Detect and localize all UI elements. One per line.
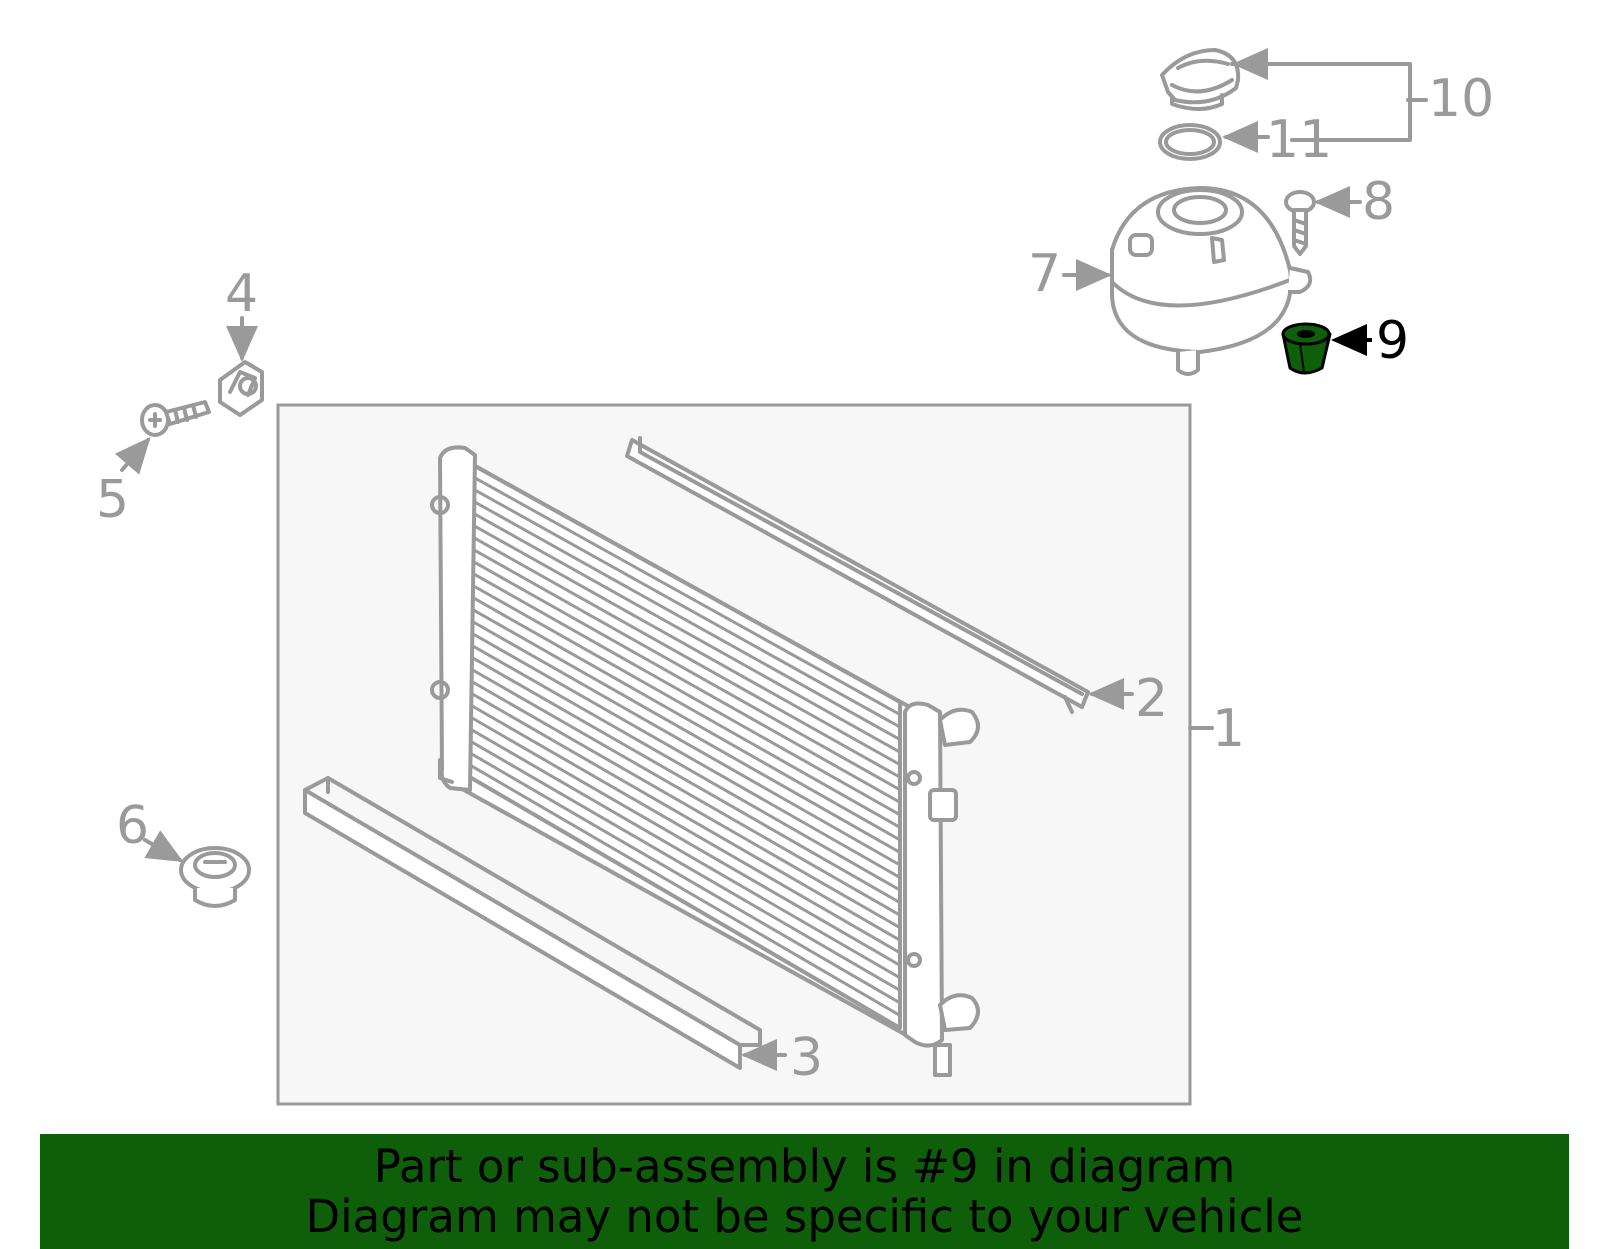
callout-2: 2	[1135, 669, 1169, 729]
radiator-fin-line	[467, 726, 901, 980]
grommet-highlighted	[1281, 322, 1332, 375]
drain-plug	[179, 846, 251, 908]
radiator-fin-line	[467, 545, 901, 792]
radiator-fin-line	[467, 581, 901, 829]
radiator-fin-line	[467, 714, 901, 967]
screw	[1284, 190, 1316, 256]
radiator-fin-line	[467, 738, 901, 992]
radiator-fin-line	[467, 557, 901, 804]
radiator-fin-line	[467, 521, 901, 767]
radiator-fin-line	[467, 484, 901, 729]
callout-4: 4	[225, 264, 259, 324]
info-banner: Part or sub-assembly is #9 in diagram Di…	[40, 1134, 1569, 1249]
callout-5: 5	[96, 470, 130, 530]
o-ring	[1158, 123, 1222, 161]
radiator-fin-line	[467, 690, 901, 942]
radiator-fins	[467, 472, 901, 1017]
radiator-fin-line	[467, 496, 901, 741]
callout-8: 8	[1362, 172, 1396, 232]
radiator-fin-line	[467, 617, 901, 867]
radiator-fin-line	[467, 533, 901, 779]
radiator-fin-line	[467, 569, 901, 817]
callout-1: 1	[1212, 699, 1246, 759]
bolt	[140, 400, 211, 437]
radiator	[430, 445, 980, 1077]
callout-7: 7	[1028, 244, 1062, 304]
radiator-fin-line	[467, 605, 901, 854]
upper-air-seal	[625, 436, 1090, 714]
radiator-fin-line	[467, 641, 901, 892]
banner-line-part: Part or sub-assembly is #9 in diagram	[373, 1140, 1236, 1193]
callout-11: 11	[1266, 110, 1333, 170]
radiator-fin-line	[467, 472, 901, 716]
callout-10: 10	[1428, 69, 1495, 129]
radiator-fin-line	[467, 750, 901, 1005]
radiator-fin-line	[467, 762, 901, 1017]
radiator-fin-line	[467, 508, 901, 754]
callout-6: 6	[116, 796, 150, 856]
radiator-fin-line	[467, 678, 901, 929]
coolant-reservoir	[1109, 186, 1313, 376]
radiator-fin-line	[467, 653, 901, 904]
callout-9-highlighted: 9	[1376, 311, 1410, 371]
radiator-fin-line	[467, 666, 901, 917]
callout-3: 3	[790, 1028, 824, 1088]
radiator-fin-line	[467, 702, 901, 955]
radiator-fin-line	[467, 593, 901, 842]
radiator-fin-line	[467, 629, 901, 879]
mounting-bracket	[218, 360, 264, 417]
banner-line-disclaimer: Diagram may not be specific to your vehi…	[305, 1190, 1304, 1243]
reservoir-cap	[1160, 48, 1241, 111]
